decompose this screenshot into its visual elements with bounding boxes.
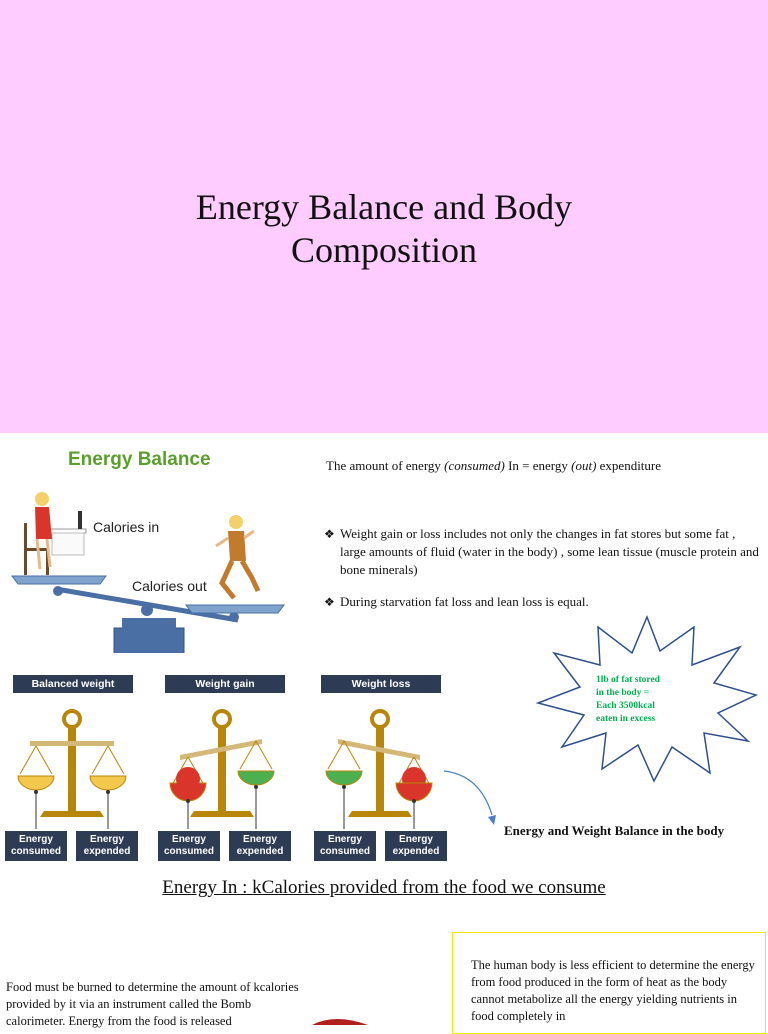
starburst-line1: 1lb of fat stored bbox=[596, 675, 660, 685]
energy-consumed-box: Energy consumed bbox=[5, 831, 67, 861]
statement-part3: expenditure bbox=[596, 458, 662, 473]
energy-balance-title: Energy Balance bbox=[68, 449, 211, 470]
energy-expended-box: Energy expended bbox=[229, 831, 291, 861]
balance-scales-illustration bbox=[17, 709, 433, 829]
title-slide: Energy Balance and Body Composition bbox=[0, 0, 768, 433]
bullet-item: ❖ During starvation fat loss and lean los… bbox=[324, 593, 760, 611]
scale-heading-balanced: Balanced weight bbox=[13, 675, 133, 693]
slide-title-line2: Composition bbox=[290, 230, 478, 270]
seesaw-illustration bbox=[11, 492, 285, 653]
statement-part1: The amount of energy bbox=[326, 458, 445, 473]
curved-arrow-icon bbox=[443, 770, 496, 825]
slide-title: Energy Balance and Body Composition bbox=[0, 186, 768, 272]
bullet-text: During starvation fat loss and lean loss… bbox=[340, 594, 589, 609]
energy-expended-box: Energy expended bbox=[385, 831, 447, 861]
figure-caption: Energy and Weight Balance in the body bbox=[504, 823, 725, 838]
statement-out: (out) bbox=[571, 458, 597, 473]
bullet-list: ❖ Weight gain or loss includes not only t… bbox=[324, 525, 760, 625]
energy-statement: The amount of energy (consumed) In = ene… bbox=[326, 457, 756, 474]
bullet-text: Weight gain or loss includes not only th… bbox=[340, 526, 759, 577]
bullet-item: ❖ Weight gain or loss includes not only t… bbox=[324, 525, 760, 579]
starburst-line2: in the body = bbox=[596, 688, 650, 698]
energy-in-heading: Energy In : kCalories provided from the … bbox=[162, 877, 606, 898]
starburst-shape bbox=[535, 614, 759, 783]
food-paragraph: Food must be burned to determine the amo… bbox=[6, 980, 299, 1028]
scale-heading-gain: Weight gain bbox=[165, 675, 285, 693]
scales-figure: Balanced weight Weight gain Weight loss bbox=[0, 673, 460, 863]
starburst-text: 1lb of fat stored in the body = Each 350… bbox=[596, 674, 686, 726]
energy-expended-box: Energy expended bbox=[76, 831, 138, 861]
starburst-line3: Each 3500kcal bbox=[596, 701, 655, 711]
diamond-bullet-icon: ❖ bbox=[324, 527, 335, 541]
energy-balance-slide: Energy Balance Calories in Calories out bbox=[0, 433, 768, 1034]
energy-consumed-box: Energy consumed bbox=[158, 831, 220, 861]
diamond-bullet-icon: ❖ bbox=[324, 595, 335, 609]
starburst-line4: eaten in excess bbox=[596, 714, 656, 724]
scale-heading-loss: Weight loss bbox=[321, 675, 441, 693]
statement-consumed: (consumed) bbox=[444, 458, 505, 473]
red-arrow-shape bbox=[312, 1019, 368, 1025]
statement-part2: In = energy bbox=[504, 458, 572, 473]
calories-out-label: Calories out bbox=[132, 578, 207, 594]
yellow-text-box: The human body is less efficient to dete… bbox=[452, 932, 766, 1034]
energy-balance-figure: Energy Balance Calories in Calories out bbox=[6, 443, 291, 653]
energy-consumed-box: Energy consumed bbox=[314, 831, 376, 861]
calories-in-label: Calories in bbox=[93, 519, 160, 535]
yellow-box-text: The human body is less efficient to dete… bbox=[471, 958, 755, 1023]
slide-title-line1: Energy Balance and Body bbox=[195, 187, 573, 227]
